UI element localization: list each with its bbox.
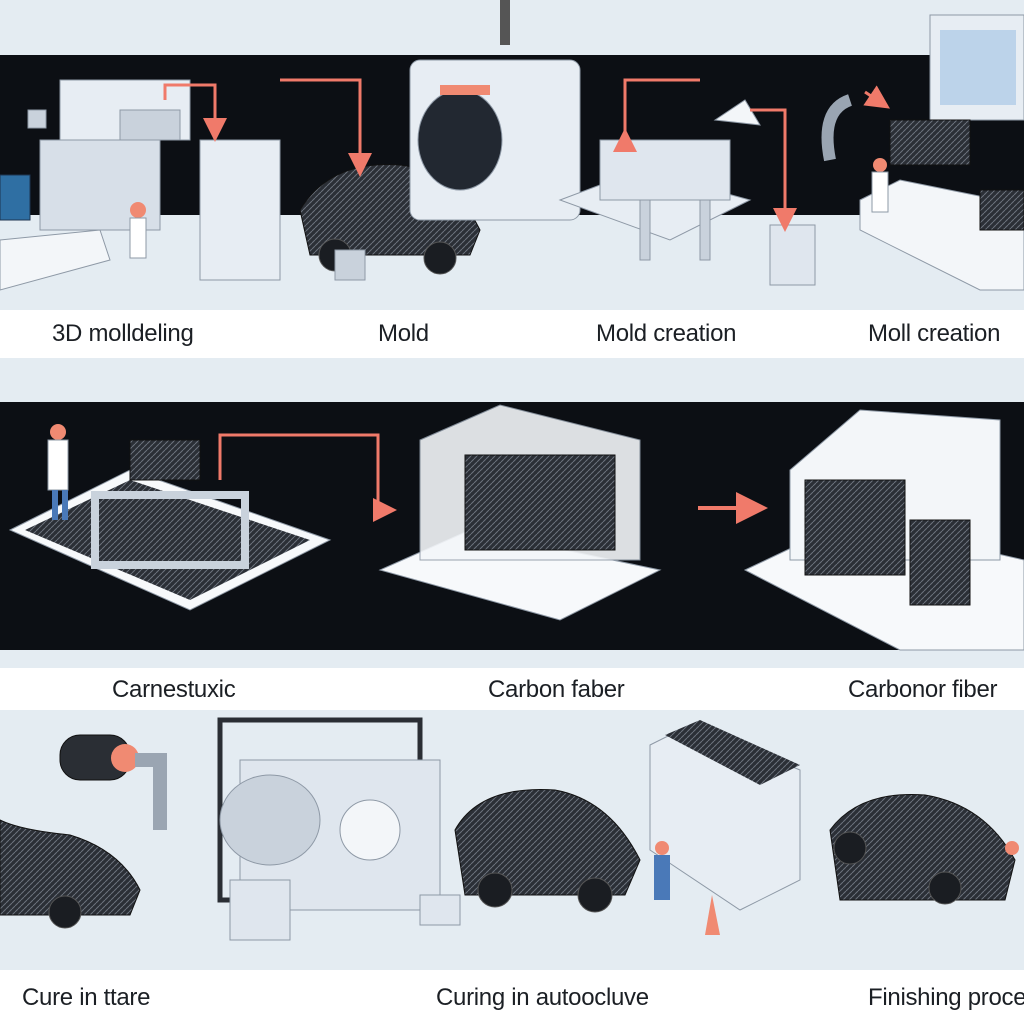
carbon-car-row3-right bbox=[829, 793, 1019, 905]
flow-arrow bbox=[280, 78, 372, 177]
row1-backdrop bbox=[0, 0, 1024, 55]
mold-creation-press bbox=[558, 99, 816, 286]
carbon-car-row3-left bbox=[0, 819, 141, 929]
flow-arrow bbox=[613, 78, 700, 152]
technician-head bbox=[130, 202, 146, 218]
row1-floor bbox=[0, 215, 1024, 310]
carbon-fiber-panels bbox=[743, 409, 1024, 651]
autoclave-frame bbox=[217, 717, 461, 941]
row2-backdrop bbox=[0, 358, 1024, 402]
stage-label-3d-modeling: 3D molldeling bbox=[52, 320, 194, 347]
flow-arrow bbox=[163, 83, 227, 142]
row3-label-strip bbox=[0, 970, 1024, 1024]
stage-label-carbon-faber: Carbon faber bbox=[488, 676, 625, 703]
finishing-booth bbox=[649, 720, 801, 935]
row2-floor bbox=[0, 650, 1024, 668]
stage-label-mold-creation: Mold creation bbox=[596, 320, 737, 347]
flow-arrow bbox=[863, 85, 890, 109]
carbon-car-row3-middle bbox=[454, 789, 641, 913]
stage-label-finishing-proces: Finishing proces bbox=[868, 984, 1024, 1011]
stage-label-curing-in-autoocluve: Curing in autoocluve bbox=[436, 984, 649, 1011]
row2-label-strip bbox=[0, 668, 1024, 716]
layup-table bbox=[8, 424, 332, 611]
stage-label-mold: Mold bbox=[378, 320, 429, 347]
stage-label-cure-in-ttare: Cure in ttare bbox=[22, 984, 151, 1011]
stage-label-carnestuxic: Carnestuxic bbox=[112, 676, 236, 703]
flow-arrow bbox=[750, 108, 797, 232]
flow-arrow bbox=[218, 433, 397, 522]
mold-scanner bbox=[409, 0, 581, 221]
stage-label-moll-creation: Moll creation bbox=[868, 320, 1001, 347]
carbon-fiber-block-mold bbox=[378, 404, 662, 621]
stage-label-carbonor-fiber: Carbonor fiber bbox=[848, 676, 998, 703]
row1-label-strip bbox=[0, 310, 1024, 358]
resin-tube bbox=[59, 734, 167, 830]
modeling-workstation bbox=[0, 79, 281, 291]
mold-creation-workbench bbox=[821, 14, 1024, 291]
